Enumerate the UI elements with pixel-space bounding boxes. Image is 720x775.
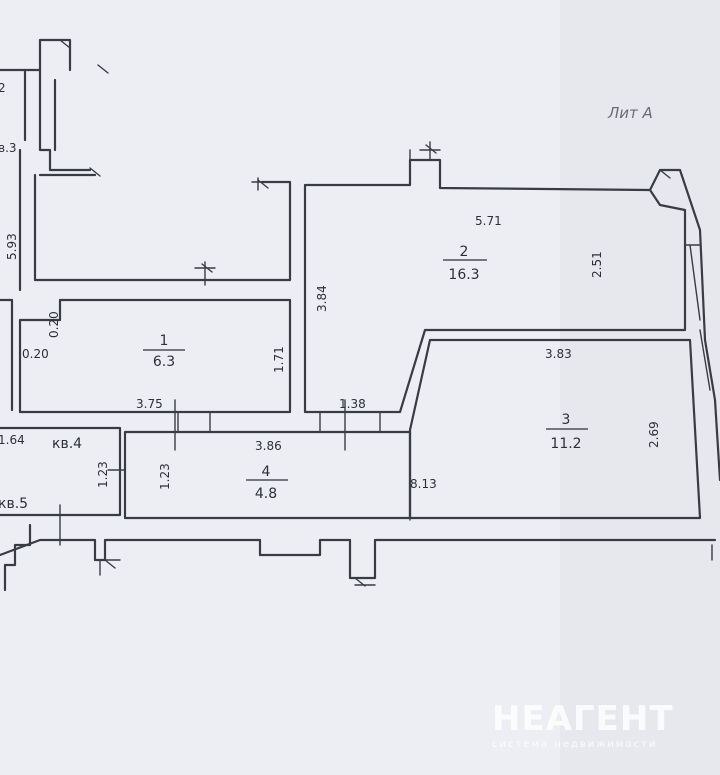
dim-5-93: 5.93 bbox=[5, 233, 19, 260]
dim-2-51: 2.51 bbox=[590, 251, 604, 278]
watermark-brand: НЕАГЕНТ bbox=[492, 699, 674, 739]
dim-0-20-horizontal: 0.20 bbox=[22, 347, 49, 361]
room-1-label: 1 6.3 bbox=[143, 333, 185, 370]
right-window bbox=[684, 244, 711, 391]
room-4-number: 4 bbox=[262, 464, 271, 480]
room-2-number: 2 bbox=[460, 244, 469, 260]
lower-left-stairs bbox=[3, 523, 32, 592]
dim-3-75: 3.75 bbox=[136, 397, 163, 411]
upper-left-room-walls bbox=[33, 173, 292, 282]
watermark: НЕАГЕНТ система недвижимости bbox=[492, 699, 674, 750]
room-3-number: 3 bbox=[562, 412, 571, 428]
room-2-window-top bbox=[409, 141, 441, 163]
left-neighbor-walls bbox=[0, 38, 92, 412]
room-2-label: 2 16.3 bbox=[443, 244, 487, 283]
sheet-label: Лит А bbox=[607, 104, 653, 122]
dim-1-71: 1.71 bbox=[272, 346, 286, 373]
wall-tick-marks bbox=[59, 39, 671, 587]
room-4-label: 4 4.8 bbox=[246, 464, 288, 502]
room-1-number: 1 bbox=[160, 333, 169, 349]
dim-1-38: 1.38 bbox=[339, 397, 366, 411]
dim-3-83: 3.83 bbox=[545, 347, 572, 361]
dim-3-86: 3.86 bbox=[255, 439, 282, 453]
dim-0-20-vertical: 0.20 bbox=[47, 311, 61, 338]
room-3-label: 3 11.2 bbox=[546, 412, 588, 452]
dim-5-71: 5.71 bbox=[475, 214, 502, 228]
dim-2-69: 2.69 bbox=[647, 421, 661, 448]
dim-1-23-kv4: 1.23 bbox=[96, 461, 110, 488]
dim-3-84: 3.84 bbox=[315, 285, 329, 312]
dim-1-64: 1.64 bbox=[0, 433, 25, 447]
kv4-label: кв.4 bbox=[52, 436, 82, 452]
room-2-area: 16.3 bbox=[448, 267, 479, 283]
lower-outer-wall bbox=[0, 538, 717, 580]
kv5-label: кв.5 bbox=[0, 496, 28, 512]
room-1-area: 6.3 bbox=[153, 354, 175, 370]
room-3-area: 11.2 bbox=[550, 436, 581, 452]
dim-1-23-room4: 1.23 bbox=[158, 463, 172, 490]
lower-ticks bbox=[59, 504, 713, 586]
dim-8-13: 8.13 bbox=[410, 477, 437, 491]
watermark-tagline: система недвижимости bbox=[492, 739, 657, 750]
room-1-walls bbox=[18, 298, 292, 414]
partition-r1-r4 bbox=[177, 411, 381, 433]
dim-2-edge: 2 bbox=[0, 81, 6, 95]
room-3-walls bbox=[408, 338, 702, 520]
room-4-area: 4.8 bbox=[255, 486, 277, 502]
dim-v3-edge: в.3 bbox=[0, 141, 17, 155]
